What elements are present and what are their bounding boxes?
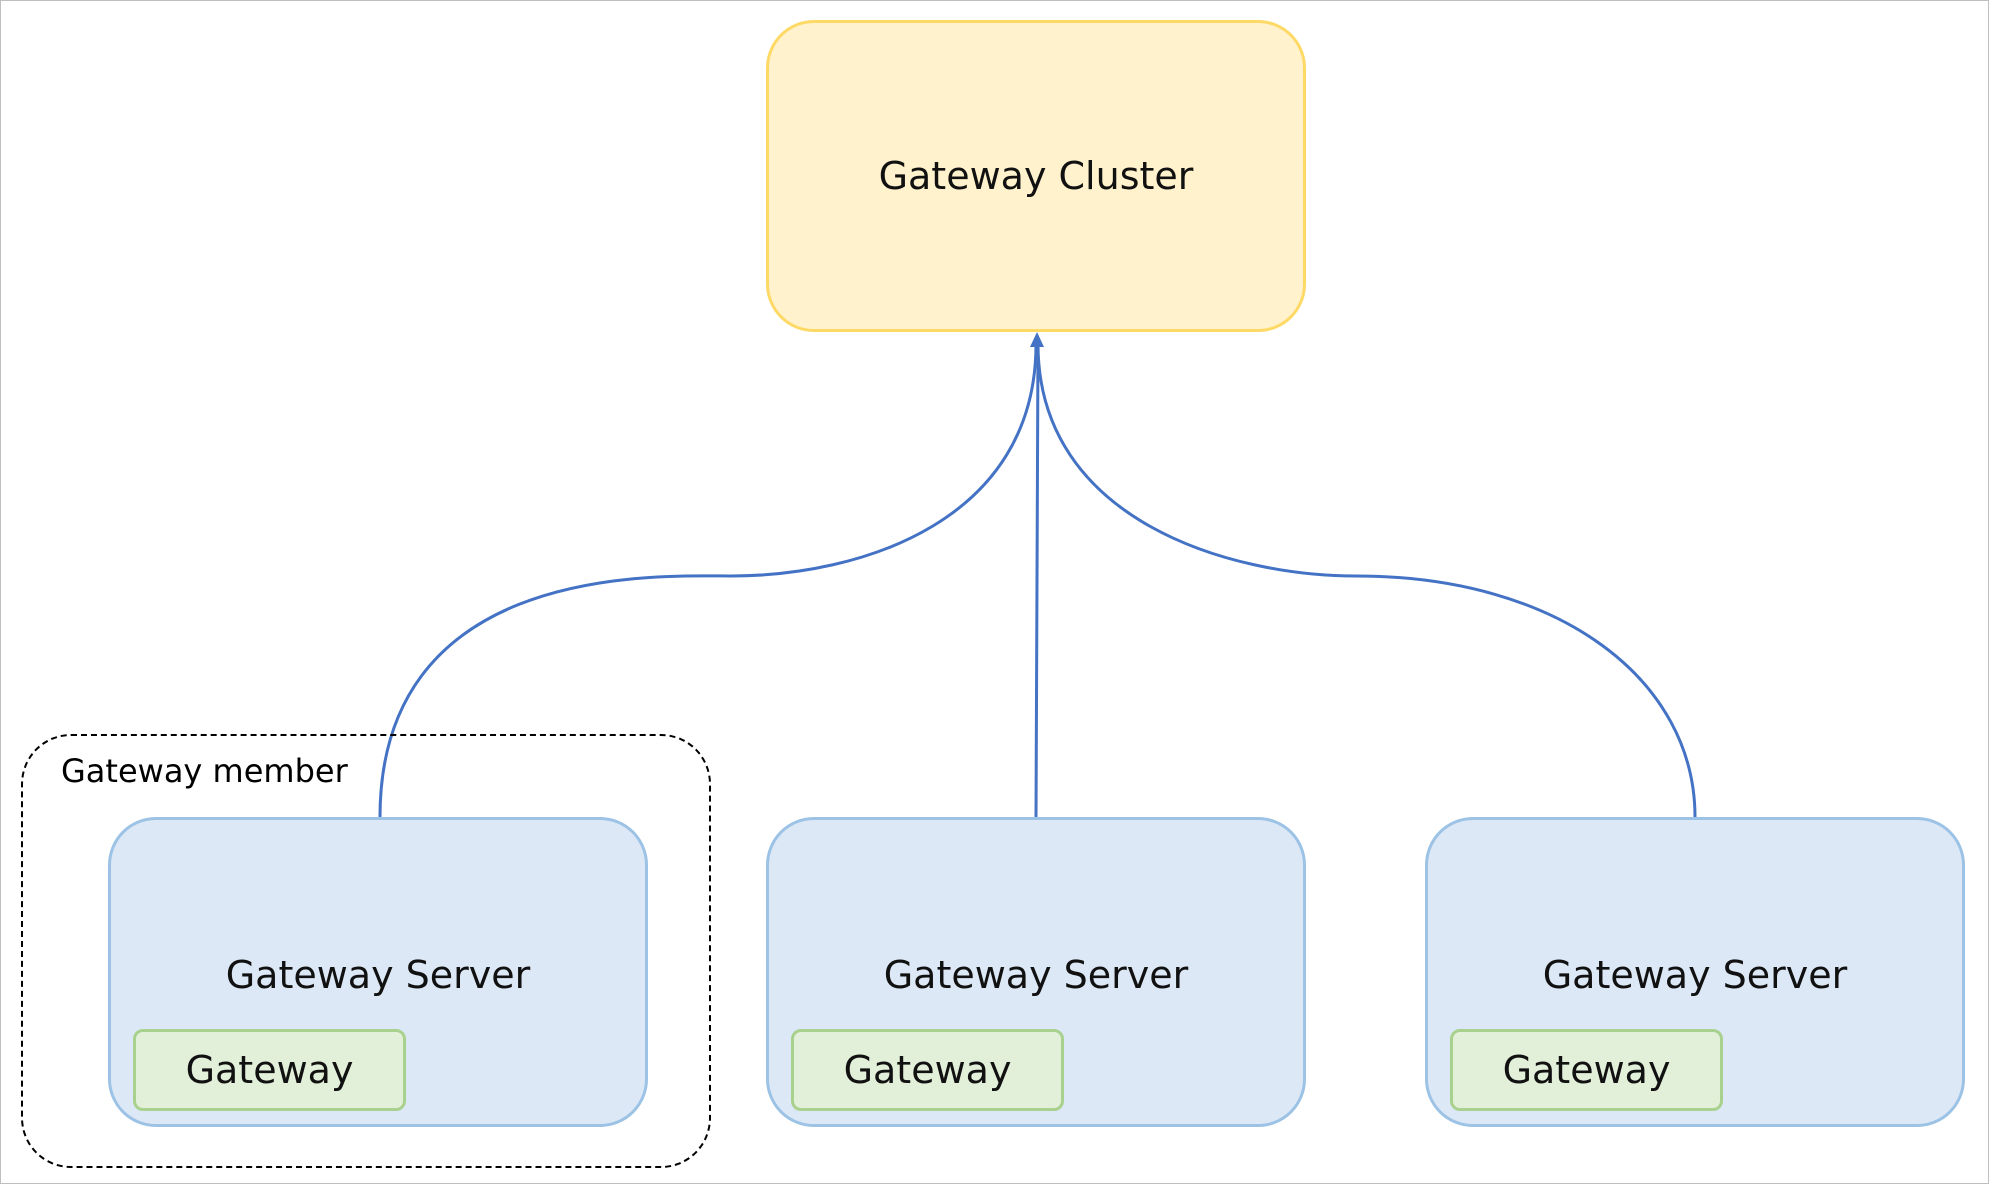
gateway-cluster-box: Gateway Cluster	[766, 20, 1306, 332]
gateway-server-box: Gateway Server Gateway	[766, 817, 1306, 1127]
gateway-server-box: Gateway Server Gateway	[1425, 817, 1965, 1127]
gateway-server-label: Gateway Server	[1542, 953, 1848, 997]
gateway-server-label: Gateway Server	[225, 953, 531, 997]
gateway-label: Gateway	[843, 1048, 1012, 1092]
gateway-member-label: Gateway member	[61, 752, 348, 790]
gateway-box: Gateway	[791, 1029, 1064, 1111]
gateway-cluster-label: Gateway Cluster	[878, 154, 1194, 198]
gateway-box: Gateway	[133, 1029, 406, 1111]
gateway-label: Gateway	[1502, 1048, 1671, 1092]
gateway-box: Gateway	[1450, 1029, 1723, 1111]
gateway-member-group: Gateway member	[21, 734, 711, 1168]
gateway-server-label: Gateway Server	[883, 953, 1189, 997]
connector-center	[1034, 343, 1040, 818]
gateway-server-box: Gateway Server Gateway	[108, 817, 648, 1127]
connector-right	[1036, 343, 1697, 818]
arrow-head-icon	[1030, 332, 1044, 347]
gateway-label: Gateway	[185, 1048, 354, 1092]
